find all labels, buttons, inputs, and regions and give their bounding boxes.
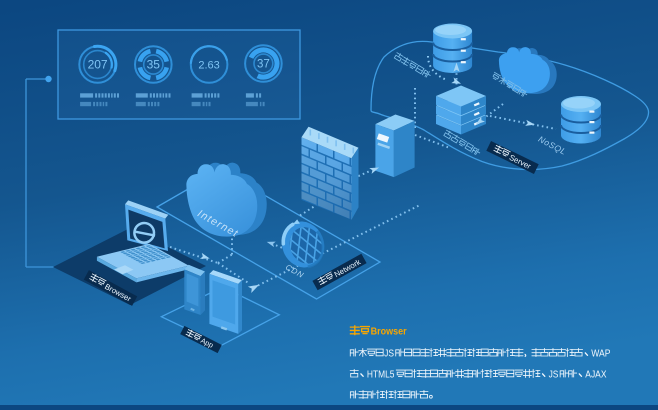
svg-text:JS: JS [549, 369, 559, 380]
svg-text:JS: JS [384, 348, 394, 359]
svg-text:35: 35 [147, 58, 161, 72]
svg-text:Browser: Browser [371, 326, 407, 338]
svg-text:37: 37 [257, 59, 270, 71]
svg-text:HTML5: HTML5 [367, 369, 395, 380]
svg-text:WAP: WAP [591, 348, 610, 359]
svg-text:207: 207 [88, 58, 108, 72]
svg-text:2.63: 2.63 [198, 60, 219, 72]
svg-text:AJAX: AJAX [585, 369, 606, 380]
